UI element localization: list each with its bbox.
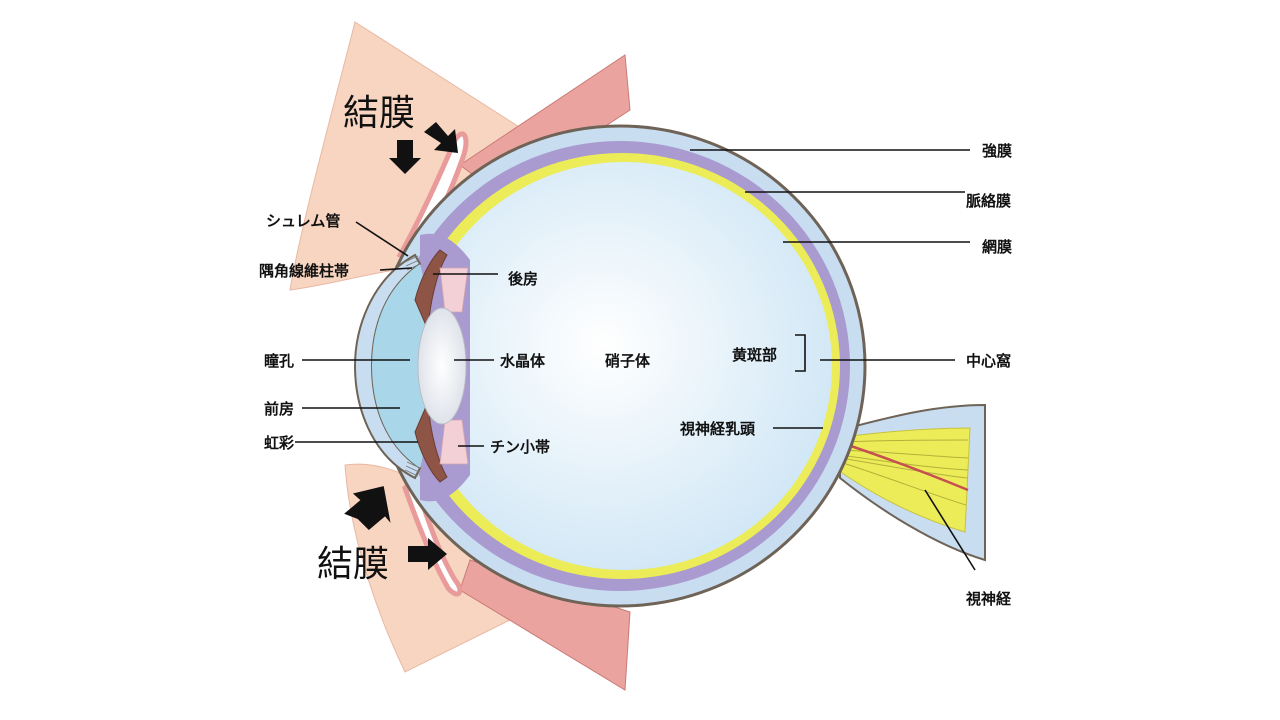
- label-zonule: チン小帯: [490, 438, 550, 456]
- label-optic-nerve: 視神経: [965, 590, 1012, 608]
- label-retina: 網膜: [982, 238, 1012, 256]
- arrow-icon: [424, 122, 458, 153]
- label-conjunctiva-bottom: 結膜: [317, 544, 389, 585]
- label-fovea: 中心窩: [966, 352, 1011, 370]
- optic-nerve-fibers: [834, 427, 971, 533]
- label-anterior-chamber: 前房: [264, 400, 294, 418]
- trabecular-hatch-top: [404, 255, 421, 271]
- iris-top: [414, 249, 448, 331]
- label-conjunctiva-top: 結膜: [343, 93, 415, 134]
- arrow-icon: [408, 538, 447, 570]
- label-sclera: 強膜: [982, 142, 1012, 160]
- lens-shape: [417, 307, 467, 425]
- label-iris: 虹彩: [264, 434, 294, 452]
- iris-bottom: [414, 401, 448, 483]
- trabecular-hatch-bottom: [404, 461, 421, 477]
- label-macula: 黄斑部: [732, 346, 777, 364]
- zonule-top: [439, 267, 469, 313]
- label-choroid: 脈絡膜: [966, 192, 1011, 210]
- leader-schlemm: [355, 221, 409, 257]
- vitreous-shape: [416, 162, 832, 570]
- zonule-bottom: [439, 419, 469, 465]
- label-optic-disc: 視神経乳頭: [679, 420, 756, 438]
- arrow-icon: [344, 486, 391, 530]
- label-trabecular-meshwork: 隅角線維柱帯: [259, 262, 349, 280]
- label-pupil: 瞳孔: [264, 352, 294, 370]
- arrow-icon: [389, 140, 421, 174]
- leader-macula-bracket: [795, 334, 806, 372]
- leader-optic-nerve: [924, 489, 976, 571]
- label-vitreous: 硝子体: [605, 352, 651, 370]
- optic-nerve-lines: [839, 439, 969, 506]
- anterior-chamber: [372, 264, 428, 468]
- lower-conjunctiva: [402, 473, 463, 597]
- label-posterior-chamber: 後房: [507, 270, 538, 288]
- label-lens: 水晶体: [500, 352, 546, 370]
- label-schlemm-canal: シュレム管: [266, 212, 340, 230]
- leader-trabecular: [379, 267, 413, 271]
